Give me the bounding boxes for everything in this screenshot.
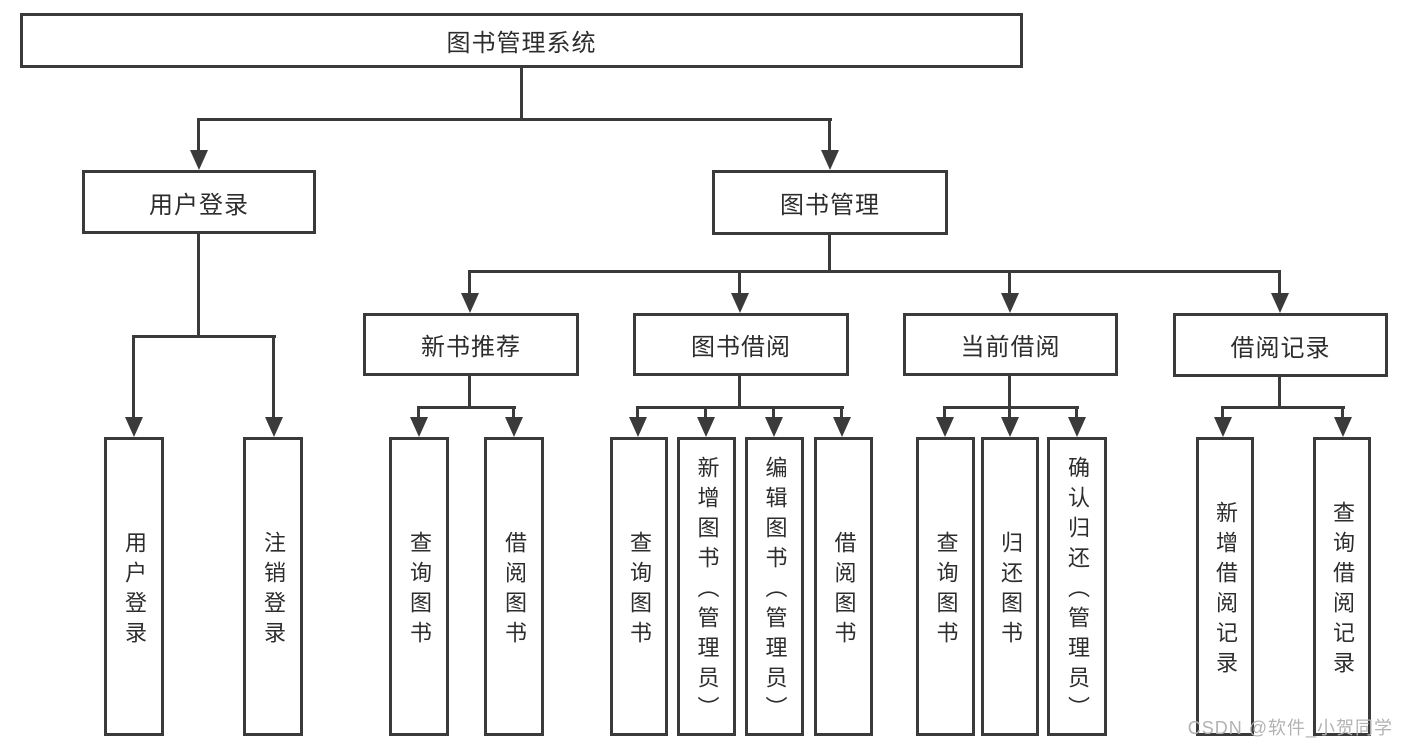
arrow-down-icon [1068,417,1086,437]
leaf-label: 借阅图书 [502,530,527,651]
node-new-book-recommend: 新书推荐 [363,313,579,376]
connector-vline [417,406,420,419]
leaf-label: 借阅图书 [831,530,857,651]
arrow-down-icon [936,417,954,437]
connector-hline [1221,406,1345,409]
arrow-down-icon [125,417,143,437]
node-book-borrow: 图书借阅 [633,313,849,376]
arrow-down-icon [1214,417,1232,437]
connector-vline [1008,376,1011,408]
leaf-add-books-admin: 新增图书（管理员） [677,437,736,736]
arrow-down-icon [1001,417,1019,437]
node-label: 图书借阅 [691,334,791,361]
connector-hline [197,118,832,121]
connector-hline [132,335,276,338]
arrow-down-icon [505,417,523,437]
leaf-label: 查询图书 [407,530,432,651]
connector-hline [468,270,1281,273]
leaf-label: 归还图书 [998,530,1023,651]
connector-vline [468,270,471,295]
arrow-down-icon [765,417,783,437]
leaf-query-books-recommend: 查询图书 [389,437,449,736]
connector-vline [840,406,843,419]
connector-vline [512,406,515,419]
node-current-borrow: 当前借阅 [903,313,1118,376]
arrow-down-icon [1271,293,1289,313]
leaf-label: 新增图书（管理员） [694,455,720,726]
connector-vline [468,376,471,408]
leaf-label: 用户登录 [122,530,147,651]
connector-vline [1221,406,1224,419]
connector-vline [1075,406,1078,419]
arrow-down-icon [697,417,715,437]
connector-vline [272,335,275,419]
leaf-borrow-books-recommend: 借阅图书 [484,437,544,736]
arrow-down-icon [833,417,851,437]
connector-vline [197,234,200,335]
leaf-query-books-borrow: 查询图书 [610,437,668,736]
connector-vline [738,376,741,408]
connector-vline [1008,270,1011,295]
arrow-down-icon [190,150,208,170]
node-label: 用户登录 [149,191,249,219]
leaf-edit-books-admin: 编辑图书（管理员） [745,437,804,736]
watermark: CSDN @软件_小贺同学 [1187,718,1393,738]
leaf-label: 注销登录 [261,530,286,651]
arrow-down-icon [410,417,428,437]
leaf-user-login: 用户登录 [104,437,164,736]
leaf-label: 查询借阅记录 [1330,500,1355,681]
connector-vline [636,406,639,419]
leaf-label: 编辑图书（管理员） [762,455,788,726]
connector-vline [1008,406,1011,419]
arrow-down-icon [821,150,839,170]
node-label: 图书管理系统 [446,30,597,57]
arrow-down-icon [731,293,749,313]
connector-vline [1341,406,1344,419]
connector-hline [943,406,1079,409]
connector-vline [1278,377,1281,408]
leaf-label: 查询图书 [933,530,959,651]
connector-vline [943,406,946,419]
connector-vline [828,118,831,151]
leaf-borrow-books: 借阅图书 [814,437,873,736]
leaf-query-books-current: 查询图书 [916,437,975,736]
connector-vline [772,406,775,419]
node-borrow-record: 借阅记录 [1173,313,1388,377]
connector-vline [704,406,707,419]
leaf-add-borrow-record: 新增借阅记录 [1196,437,1254,736]
connector-vline [738,270,741,295]
connector-vline [132,335,135,419]
node-user-login: 用户登录 [82,170,316,234]
leaf-query-borrow-record: 查询借阅记录 [1313,437,1371,736]
node-label: 新书推荐 [421,334,521,361]
arrow-down-icon [265,417,283,437]
connector-hline [636,406,844,409]
leaf-label: 新增借阅记录 [1213,500,1238,681]
leaf-confirm-return-admin: 确认归还（管理员） [1047,437,1107,736]
connector-vline [1278,270,1281,295]
node-library-management-system: 图书管理系统 [20,13,1023,68]
node-label: 当前借阅 [960,334,1061,361]
connector-vline [197,118,200,151]
node-label: 借阅记录 [1230,334,1331,362]
arrow-down-icon [1334,417,1352,437]
node-book-management: 图书管理 [712,170,948,235]
arrow-down-icon [629,417,647,437]
leaf-logout-login: 注销登录 [243,437,303,736]
arrow-down-icon [461,293,479,313]
connector-vline [828,235,831,272]
leaf-label: 确认归还（管理员） [1065,455,1090,726]
connector-hline [417,406,516,409]
connector-vline [520,67,523,118]
leaf-return-books: 归还图书 [981,437,1039,736]
arrow-down-icon [1001,293,1019,313]
leaf-label: 查询图书 [627,530,652,651]
node-label: 图书管理 [780,192,880,219]
